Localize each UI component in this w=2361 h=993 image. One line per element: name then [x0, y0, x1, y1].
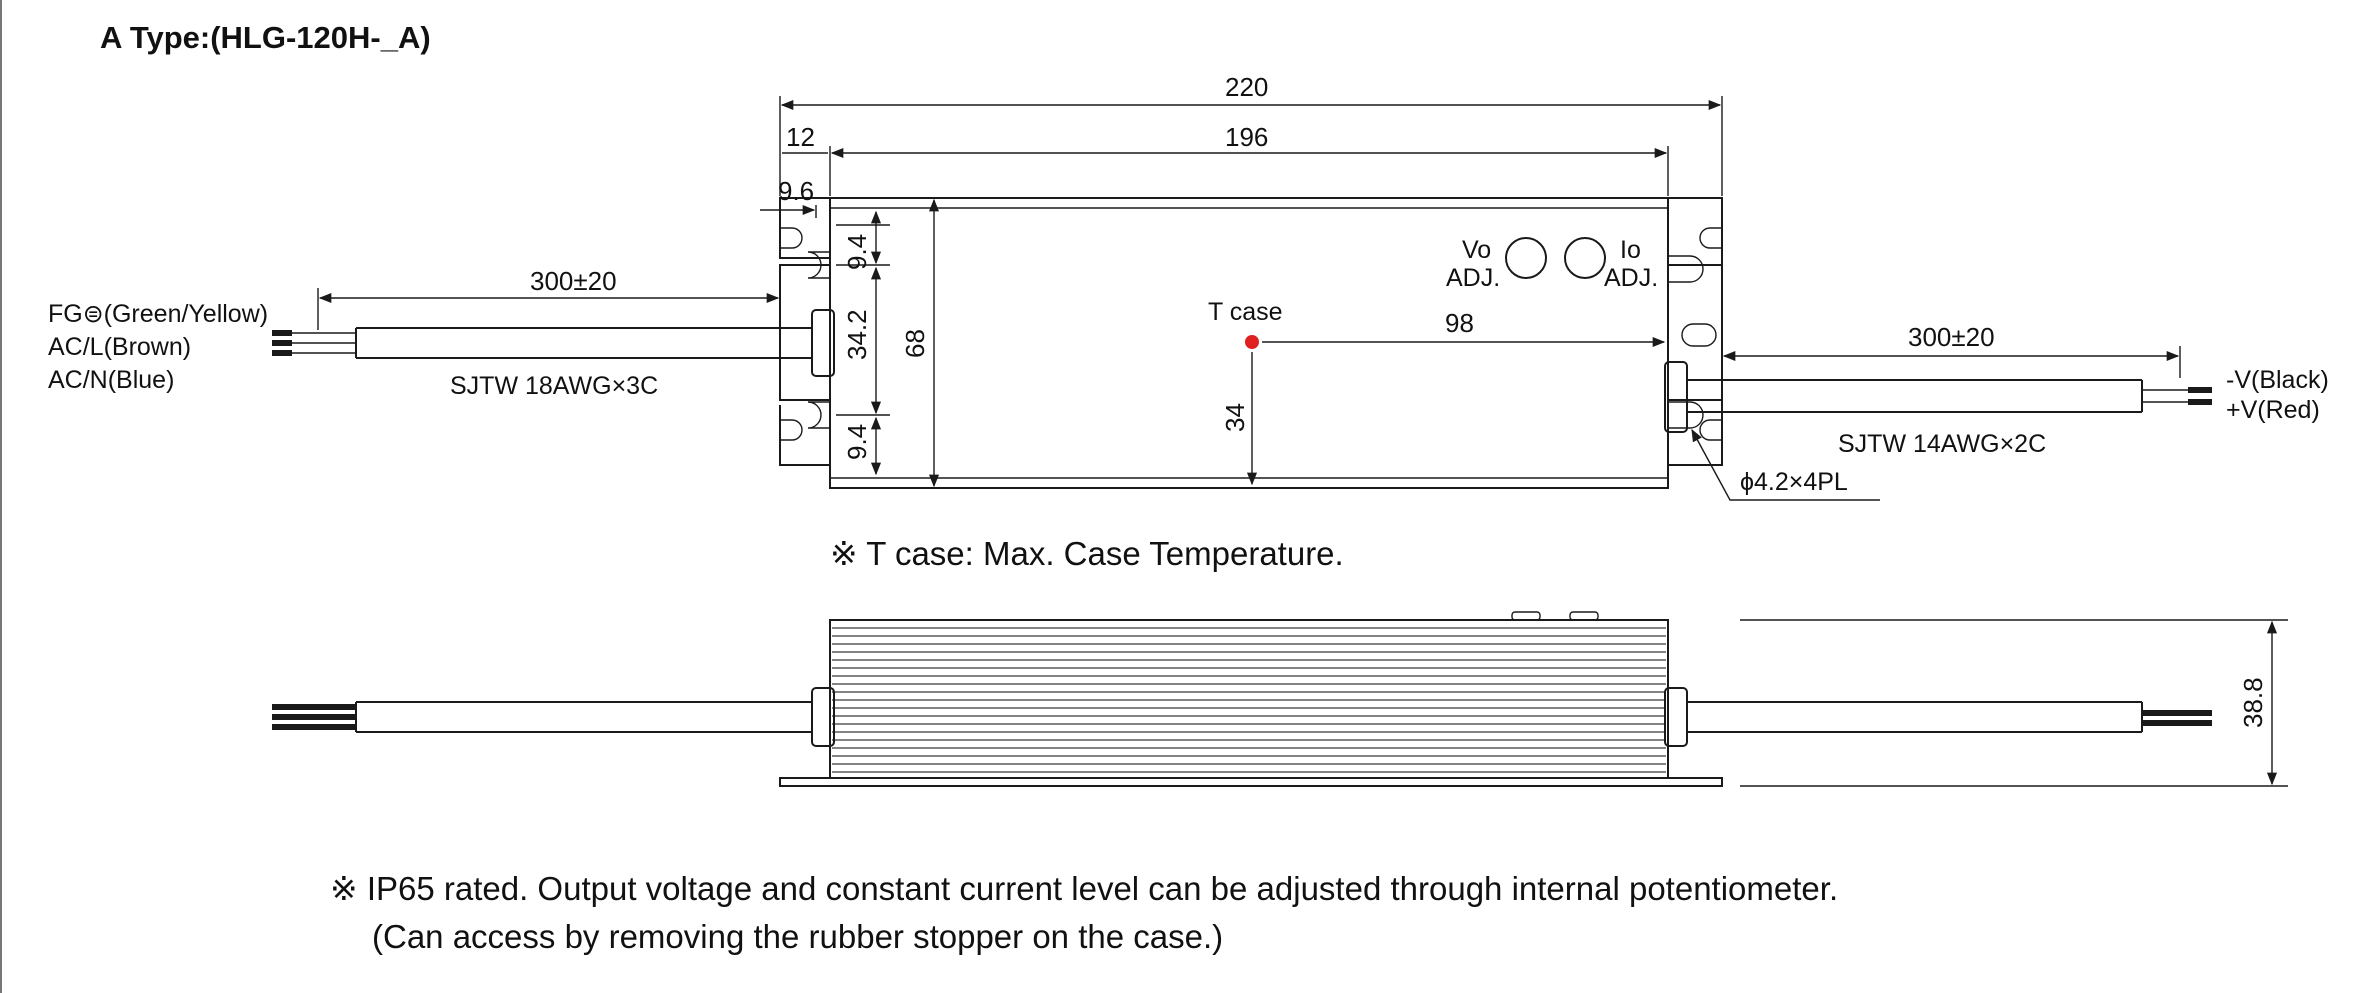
left-mount-flange [779, 197, 831, 466]
case-body-top [829, 197, 1669, 489]
edge-top-dimension: 9.4 [842, 234, 872, 270]
top-view: Vo ADJ. Io ADJ. T case 98 34 68 9.4 34.2… [48, 72, 2329, 572]
hole-spacing-dimension: 34.2 [842, 309, 872, 360]
tcase-point [1245, 335, 1259, 349]
right-notch-top [1699, 227, 1722, 249]
input-cable-length: 300±20 [530, 266, 617, 296]
width-dimension: 68 [900, 329, 930, 358]
output-cable-spec: SJTW 14AWG×2C [1838, 430, 2046, 458]
input-wire-l-label: AC/L(Brown) [48, 333, 191, 361]
side-output-cable [1687, 701, 2143, 733]
mount-hole-spec: ϕ4.2×4PL [1740, 468, 1848, 496]
rubber-stopper-io [1569, 611, 1599, 621]
right-mount-flange [1668, 197, 1723, 466]
edge-bottom-dimension: 9.4 [842, 424, 872, 460]
right-oval-slot [1681, 323, 1717, 347]
output-wire-negative-label: -V(Black) [2226, 366, 2329, 394]
left-notch-bottom [780, 419, 803, 441]
overall-length-dimension: 220 [1225, 72, 1268, 102]
tcase-note: ※ T case: Max. Case Temperature. [830, 535, 1344, 572]
input-wire-end-2 [272, 340, 292, 346]
heatsink-fins [832, 627, 1666, 773]
vo-adj-label-line2: ADJ. [1446, 264, 1500, 292]
right-slot-bottom [1668, 401, 1704, 429]
input-cable [355, 327, 812, 359]
left-slot-top [807, 251, 830, 279]
tcase-label: T case [1208, 298, 1283, 326]
ip-rating-note: ※ IP65 rated. Output voltage and constan… [330, 870, 1838, 907]
input-cable-gland [811, 309, 835, 377]
body-length-dimension: 196 [1225, 122, 1268, 152]
height-dimension: 38.8 [2238, 677, 2268, 728]
rubber-stopper-vo [1511, 611, 1541, 621]
input-cable-spec: SJTW 18AWG×3C [450, 372, 658, 400]
base-plate [779, 777, 1723, 787]
side-output-gland [1664, 687, 1688, 747]
left-slot-bottom [807, 401, 830, 429]
io-adj-label-line1: Io [1620, 236, 1641, 264]
output-wire-positive-label: +V(Red) [2226, 396, 2320, 424]
input-wire-fg-label: FG⊜(Green/Yellow) [48, 300, 268, 328]
hole-offset-dimension: 9.6 [778, 176, 814, 206]
drawing-title: A Type:(HLG-120H-_A) [100, 20, 431, 55]
side-input-gland [811, 687, 835, 747]
output-cable-length: 300±20 [1908, 322, 1995, 352]
vo-adj-potentiometer [1505, 237, 1547, 279]
input-wire-end-3 [272, 350, 292, 356]
tcase-y-dimension: 34 [1220, 403, 1250, 432]
output-wire-end-2 [2188, 399, 2212, 405]
output-cable [1687, 379, 2143, 413]
tcase-x-dimension: 98 [1445, 308, 1474, 338]
io-adj-label-line2: ADJ. [1604, 264, 1658, 292]
side-output-wire-2 [2142, 720, 2212, 726]
side-input-cable [355, 701, 812, 733]
mount-tab-dimension: 12 [786, 122, 815, 152]
mount-hole-leader-line [1691, 428, 1880, 501]
side-input-wire-1 [272, 704, 356, 710]
input-wire-end-1 [272, 330, 292, 336]
left-notch-top [780, 227, 803, 249]
output-cable-gland [1664, 361, 1688, 433]
output-wire-end-1 [2188, 387, 2212, 393]
right-notch-bottom [1699, 419, 1722, 441]
right-slot-top [1668, 255, 1704, 283]
vo-adj-label-line1: Vo [1462, 236, 1491, 264]
io-adj-potentiometer [1564, 237, 1606, 279]
side-view: 38.8 [272, 611, 2288, 787]
side-output-wire-1 [2142, 710, 2212, 716]
page-left-border [0, 0, 2, 993]
ip-rating-note-line2: (Can access by removing the rubber stopp… [372, 918, 1223, 955]
side-input-wire-3 [272, 724, 356, 730]
side-input-wire-2 [272, 714, 356, 720]
input-wire-n-label: AC/N(Blue) [48, 366, 174, 394]
